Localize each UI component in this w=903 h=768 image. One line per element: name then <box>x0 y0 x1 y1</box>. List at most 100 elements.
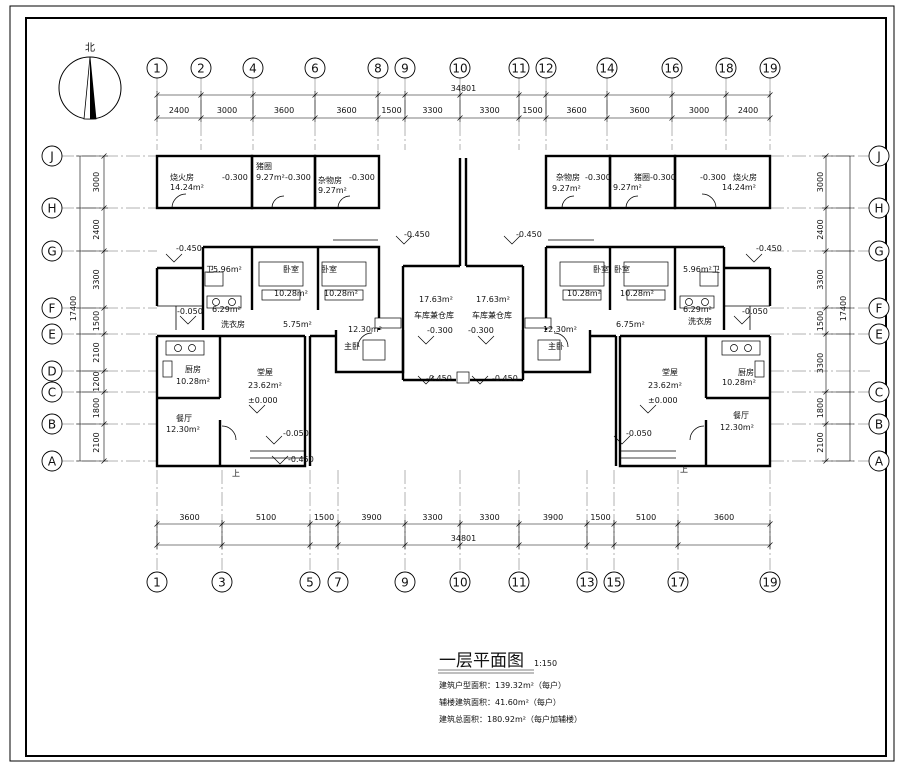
axis-label-top-4: 4 <box>249 62 257 76</box>
axis-label-top-2: 2 <box>197 62 205 76</box>
axis-bubble-right-C: C <box>868 381 890 403</box>
axis-label-bottom-11: 11 <box>511 576 526 590</box>
left-toilet-area: 5.96m² <box>213 265 242 274</box>
dim-top-segment: 2400 <box>169 106 189 115</box>
left-dining-area: 12.30m² <box>166 425 200 434</box>
axis-bubble-left-E: E <box>41 323 63 345</box>
dim-right-segment: 2100 <box>816 432 825 452</box>
axis-label-right-B: B <box>875 418 883 432</box>
left-master-area: 12.30m² <box>348 325 382 334</box>
axis-bubble-left-F: F <box>41 297 63 319</box>
dim-bottom-segment: 1500 <box>590 513 610 522</box>
dim-right-segment: 1800 <box>816 398 825 418</box>
dim-bottom-segment: 3300 <box>422 513 442 522</box>
axis-label-bottom-1: 1 <box>153 576 161 590</box>
dim-top-segment: 2400 <box>738 106 758 115</box>
axis-label-right-C: C <box>875 386 883 400</box>
axis-grid-lines <box>60 78 870 570</box>
right-toilet-label: 卫 <box>712 265 720 274</box>
dim-bottom-total: 34801 <box>451 534 476 543</box>
axis-bubble-left-C: C <box>41 381 63 403</box>
right-fire-room-label: 烧火房 <box>733 172 757 182</box>
dim-right-segment: 2400 <box>816 219 825 239</box>
left-kitchen-label: 厨房 <box>185 364 201 374</box>
right-living-area: 23.62m² <box>648 381 682 390</box>
left-yard-level-1: -0.450 <box>176 244 202 253</box>
axis-label-top-11: 11 <box>511 62 526 76</box>
dim-top-segment: 3000 <box>217 106 237 115</box>
right-laundry-level: -0.050 <box>742 307 768 316</box>
left-yard-level-3: -0.450 <box>426 374 452 383</box>
axis-bubble-right-B: B <box>868 413 890 435</box>
axis-label-top-10: 10 <box>452 62 467 76</box>
right-hall-area: 6.75m² <box>616 320 645 329</box>
dim-right-segment: 3000 <box>816 172 825 192</box>
axis-bubble-left-A: A <box>41 450 63 472</box>
dim-left-segment: 2100 <box>92 432 101 452</box>
axis-label-top-18: 18 <box>718 62 733 76</box>
axis-bubble-left-G: G <box>41 240 63 262</box>
north-label: 北 <box>85 42 95 54</box>
right-dining-label: 餐厅 <box>733 411 749 420</box>
axis-label-bottom-10: 10 <box>452 576 467 590</box>
axis-label-left-D: D <box>47 365 56 379</box>
right-living-level: ±0.000 <box>648 396 678 405</box>
right-garage-area: 17.63m² <box>476 295 510 304</box>
axis-label-bottom-9: 9 <box>401 576 409 590</box>
left-storage-level: -0.300 <box>349 173 375 182</box>
note-annex-area: 辅楼建筑面积：41.60m²（每户） <box>439 697 561 707</box>
axis-bubble-top-8: 8 <box>367 57 389 79</box>
axis-bubble-bottom-10: 10 <box>449 571 471 593</box>
axis-bubble-bottom-5: 5 <box>299 571 321 593</box>
right-master-label: 主卧 <box>548 341 564 351</box>
axis-label-bottom-5: 5 <box>306 576 314 590</box>
left-bed2-area: 10.28m² <box>324 289 358 298</box>
dim-left-segment: 2100 <box>92 342 101 362</box>
axis-label-top-14: 14 <box>599 62 614 76</box>
left-garage-level: -0.300 <box>427 326 453 335</box>
dim-top-segment: 3300 <box>422 106 442 115</box>
left-bed1-label: 卧室 <box>283 264 299 274</box>
right-yard-level-1: -0.450 <box>756 244 782 253</box>
dim-bottom-segment: 5100 <box>636 513 656 522</box>
right-pig-level: -0.300 <box>650 173 676 182</box>
axis-bubble-left-J: J <box>41 145 63 167</box>
left-bed2-label: 卧室 <box>321 264 337 274</box>
axis-label-bottom-3: 3 <box>218 576 226 590</box>
dim-bottom-segment: 3900 <box>543 513 563 522</box>
axis-bubble-bottom-19: 19 <box>759 571 781 593</box>
north-arrow-icon: 北 <box>58 42 122 120</box>
dim-top-segment: 3600 <box>629 106 649 115</box>
right-storage-label: 杂物房 <box>556 172 580 182</box>
right-stair-label: 上 <box>680 465 688 474</box>
axis-label-bottom-17: 17 <box>670 576 685 590</box>
left-pig-level: -0.300 <box>285 173 311 182</box>
dim-top-total: 34801 <box>451 84 476 93</box>
left-living-area: 23.62m² <box>248 381 282 390</box>
dim-bottom-segment: 3600 <box>714 513 734 522</box>
axis-bubble-top-18: 18 <box>715 57 737 79</box>
left-hall-area: 5.75m² <box>283 320 312 329</box>
dim-top-segment: 3600 <box>336 106 356 115</box>
axis-bubble-top-11: 11 <box>508 57 530 79</box>
dim-top-segment: 3000 <box>689 106 709 115</box>
left-dining-label: 餐厅 <box>176 414 192 423</box>
axis-label-bottom-15: 15 <box>606 576 621 590</box>
axis-label-left-C: C <box>48 386 56 400</box>
axis-bubble-left-B: B <box>41 413 63 435</box>
dim-top-segment: 1500 <box>522 106 542 115</box>
axis-bubble-left-D: D <box>41 360 63 382</box>
dim-left-segment: 3300 <box>92 269 101 289</box>
right-storage-area: 9.27m² <box>552 184 581 193</box>
right-fire-level: -0.300 <box>700 173 726 182</box>
axis-label-left-H: H <box>47 202 56 216</box>
left-laundry-label: 洗衣房 <box>221 319 245 329</box>
axis-label-top-16: 16 <box>664 62 679 76</box>
right-pig-pen-area: 9.27m² <box>613 183 642 192</box>
axis-label-top-12: 12 <box>538 62 553 76</box>
left-living-label: 堂屋 <box>257 367 273 377</box>
note-total-area: 建筑总面积：180.92m²（每户加辅楼） <box>439 714 582 724</box>
axis-label-top-19: 19 <box>762 62 777 76</box>
dim-right-total: 17400 <box>839 296 848 321</box>
